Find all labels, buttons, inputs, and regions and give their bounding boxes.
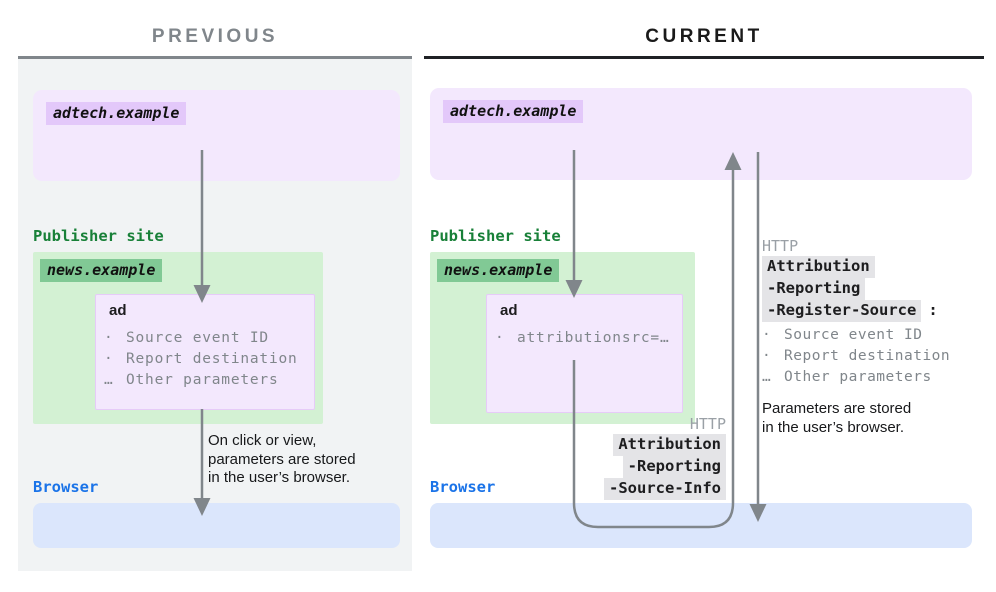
http-header-chip: Attribution xyxy=(613,434,726,456)
previous-ad-title: ad xyxy=(109,302,127,319)
list-item: · attributionsrc=… xyxy=(495,330,670,346)
previous-publisher-site-label: Publisher site xyxy=(33,227,164,245)
previous-adtech-domain-label: adtech.example xyxy=(46,102,187,125)
current-publisher-site-label: Publisher site xyxy=(430,227,561,245)
http-header-chip: -Register-Source xyxy=(762,300,922,322)
previous-column-header: PREVIOUS xyxy=(151,26,279,47)
http-header-chip: -Reporting xyxy=(762,278,866,300)
previous-arrow-caption: On click or view, parameters are stored … xyxy=(208,432,356,486)
current-storage-caption: Parameters are stored in the user’s brow… xyxy=(762,400,912,436)
http-header-chip: -Reporting xyxy=(622,456,726,478)
list-item: · Report destination xyxy=(762,348,951,364)
list-item: · Source event ID xyxy=(762,327,923,343)
current-column-header: CURRENT xyxy=(645,26,763,47)
response-parameter-list: · Source event ID · Report destination …… xyxy=(762,325,992,388)
current-adtech-box: adtech.example xyxy=(430,88,972,180)
http-header-colon: : xyxy=(928,301,938,319)
http-header-chip: Attribution xyxy=(762,256,875,278)
previous-browser-label: Browser xyxy=(33,478,99,496)
previous-ad-parameter-list: · Source event ID · Report destination …… xyxy=(104,328,309,391)
previous-adtech-box: adtech.example xyxy=(33,90,400,181)
http-protocol-label: HTTP xyxy=(762,237,799,255)
current-news-domain-label: news.example xyxy=(437,259,560,282)
current-header-rule xyxy=(424,56,984,59)
current-browser-box xyxy=(430,503,972,548)
current-request-http-headers: HTTP Attribution -Reporting -Source-Info xyxy=(496,414,726,500)
current-adtech-domain-label: adtech.example xyxy=(443,100,584,123)
previous-news-domain-label: news.example xyxy=(40,259,163,282)
previous-ad-box: ad · Source event ID · Report destinatio… xyxy=(95,294,315,410)
http-protocol-label: HTTP xyxy=(689,415,726,433)
list-item: … Other parameters xyxy=(762,369,932,385)
current-ad-title: ad xyxy=(500,302,518,319)
list-item: · Source event ID xyxy=(104,330,269,346)
http-header-chip: -Source-Info xyxy=(604,478,726,500)
current-browser-label: Browser xyxy=(430,478,496,496)
previous-header-rule xyxy=(18,56,412,59)
list-item: · Report destination xyxy=(104,351,298,367)
list-item: … Other parameters xyxy=(104,372,279,388)
current-ad-box: ad · attributionsrc=… xyxy=(486,294,683,413)
current-ad-parameter-list: · attributionsrc=… xyxy=(495,328,680,349)
previous-browser-box xyxy=(33,503,400,548)
current-response-http-headers: HTTP Attribution -Reporting -Register-So… xyxy=(762,236,992,437)
